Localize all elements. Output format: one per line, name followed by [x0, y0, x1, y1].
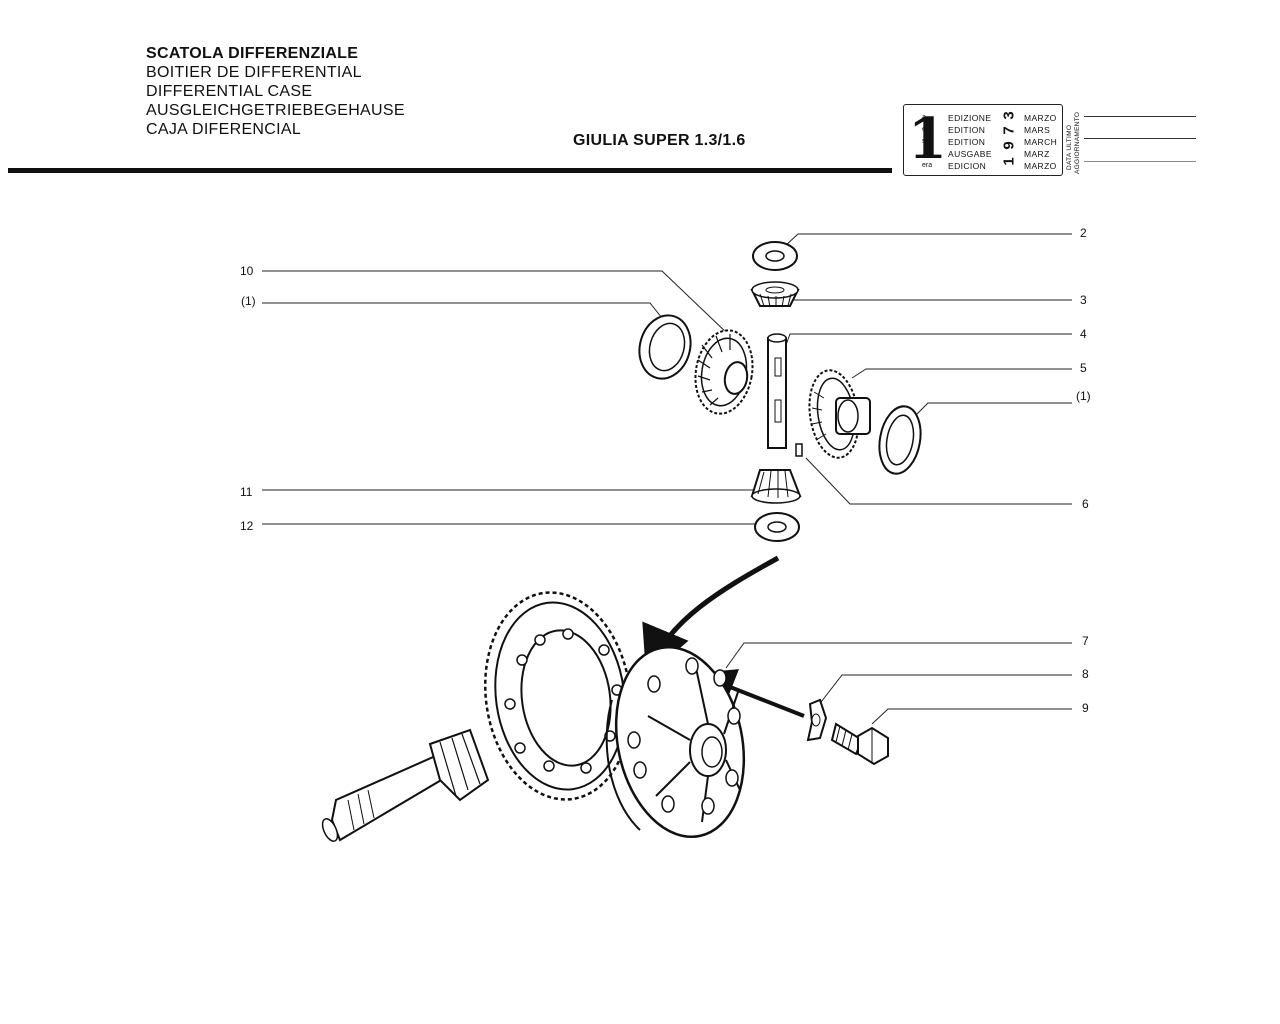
callout-10: 10	[240, 264, 254, 278]
title-english: DIFFERENTIAL CASE	[146, 83, 313, 100]
callout-5: 5	[1080, 361, 1087, 375]
washer-part-2	[752, 241, 798, 271]
title-spanish: CAJA DIFERENCIAL	[146, 121, 302, 138]
callout-2: 2	[1080, 226, 1087, 240]
edition-label-de: AUSGABE	[948, 149, 992, 159]
update-line-2	[1084, 138, 1196, 139]
leader-4	[781, 333, 1072, 357]
ordinal-en: st	[922, 138, 928, 145]
edition-month-es: MARZO	[1024, 161, 1057, 171]
ordinal-it: a	[922, 114, 926, 121]
ordinal-fr: ere	[922, 126, 933, 133]
pinion-shaft-part-4	[767, 333, 787, 449]
side-gear-part-5	[808, 369, 871, 459]
callout-12: 12	[240, 519, 254, 533]
side-gear-part-10	[694, 329, 754, 415]
ordinal-de: .	[922, 150, 924, 157]
ordinal-es: era	[922, 162, 933, 169]
update-line-3	[1084, 161, 1196, 162]
edition-month-it: MARZO	[1024, 113, 1057, 123]
leader-5	[851, 368, 1072, 379]
drive-pinion-shaft	[321, 728, 490, 842]
title-block: SCATOLA DIFFERENZIALE BOITIER DE DIFFERE…	[146, 44, 405, 139]
edition-label-fr: EDITION	[948, 125, 986, 135]
title-italian: SCATOLA DIFFERENZIALE	[146, 45, 359, 62]
leader-2	[784, 233, 1072, 247]
leader-10	[262, 270, 731, 337]
update-line-1	[1084, 116, 1196, 117]
header-rule	[8, 168, 892, 173]
washer-part-12	[754, 512, 800, 542]
callout-1-left: (1)	[241, 294, 256, 308]
callout-1-right: (1)	[1076, 389, 1091, 403]
pinion-gear-part-3	[750, 281, 800, 308]
leader-1-right	[914, 402, 1072, 417]
leader-8	[817, 674, 1072, 707]
edition-box: 1 a ere st . era EDIZIONE EDITION EDITIO…	[903, 104, 1063, 176]
pinion-gear-part-11	[750, 469, 802, 504]
callout-6: 6	[1082, 497, 1089, 511]
ring-gear	[483, 591, 633, 801]
callout-8: 8	[1082, 667, 1089, 681]
edition-label-es: EDICION	[948, 161, 987, 171]
callout-4: 4	[1080, 327, 1087, 341]
differential-case-part-7	[605, 645, 746, 839]
title-french: BOITIER DE DIFFERENTIAL	[146, 64, 362, 81]
callout-11: 11	[240, 485, 253, 499]
callout-3: 3	[1080, 293, 1087, 307]
edition-label-it: EDIZIONE	[948, 113, 992, 123]
edition-month-en: MARCH	[1024, 137, 1058, 147]
callout-9: 9	[1082, 701, 1089, 715]
edition-label-en: EDITION	[948, 137, 986, 147]
callout-7: 7	[1082, 634, 1089, 648]
edition-month-fr: MARS	[1024, 125, 1051, 135]
washer-right-part-1	[878, 405, 922, 475]
model-name: GIULIA SUPER 1.3/1.6	[573, 132, 746, 149]
leader-lines	[262, 233, 1072, 725]
lock-plate-part-8	[806, 698, 828, 742]
leader-6	[805, 457, 1072, 505]
bolt-part-9	[830, 722, 889, 766]
title-german: AUSGLEICHGETRIEBEGEHAUSE	[146, 102, 405, 119]
edition-number: 1	[908, 106, 947, 172]
leader-7	[725, 642, 1072, 669]
lock-pin-part-6	[795, 443, 803, 457]
leader-1-left	[262, 302, 663, 319]
edition-month-de: MARZ	[1024, 149, 1050, 159]
leader-9	[871, 708, 1072, 725]
washer-left-part-1	[638, 314, 692, 380]
